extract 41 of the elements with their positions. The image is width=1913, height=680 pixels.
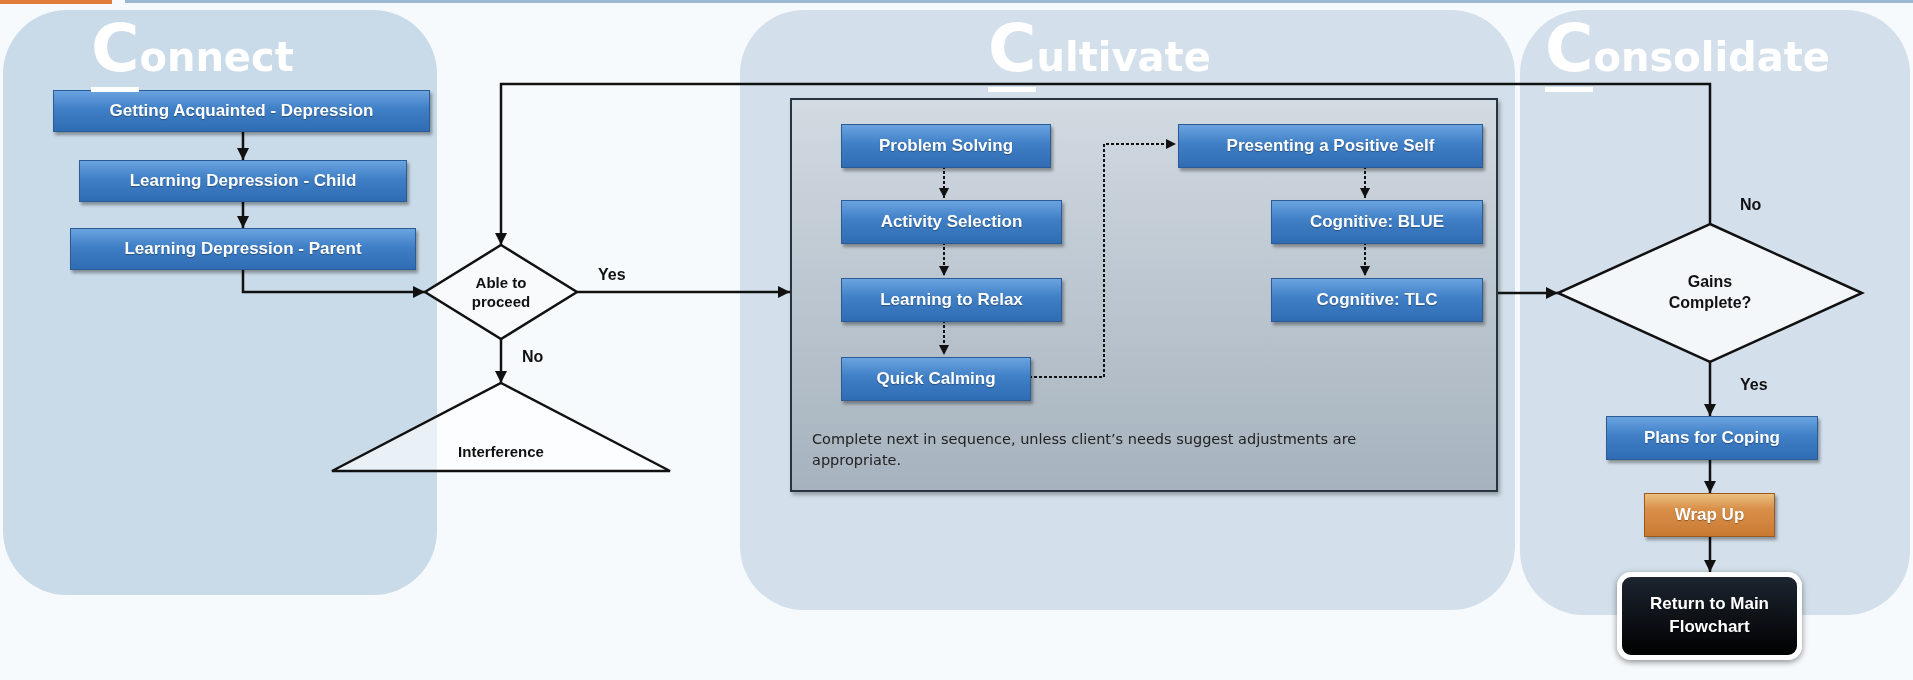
arrow	[241, 270, 425, 299]
process-box: Getting Acquainted - Depression	[53, 90, 430, 132]
dotted-arrow	[1360, 165, 1370, 199]
shape-label: Interference	[457, 441, 545, 461]
process-box: Presenting a Positive Self	[1178, 124, 1483, 168]
edge-label: No	[1740, 196, 1762, 214]
process-box: Cognitive: BLUE	[1271, 200, 1483, 244]
dotted-arrow	[1028, 139, 1177, 378]
section-panel	[1520, 10, 1910, 615]
dotted-arrow	[939, 241, 949, 277]
dotted-arrow	[1360, 241, 1370, 277]
section-panel	[740, 10, 1515, 610]
edge-label: Yes	[1740, 376, 1768, 394]
arrow	[494, 339, 508, 383]
process-box: Problem Solving	[841, 124, 1051, 168]
section-panel	[3, 10, 437, 595]
process-box: Plans for Coping	[1606, 416, 1818, 460]
process-box: Cognitive: TLC	[1271, 278, 1483, 322]
process-box: Quick Calming	[841, 357, 1031, 401]
arrow	[1703, 537, 1717, 572]
arrow	[236, 202, 250, 228]
arrow	[577, 285, 790, 299]
arrow	[1498, 286, 1558, 300]
terminal-box: Return to Main Flowchart	[1617, 572, 1802, 660]
arrow	[1703, 460, 1717, 493]
dotted-arrow	[939, 319, 949, 356]
process-box: Learning Depression - Child	[79, 160, 407, 202]
edge-label: No	[522, 348, 544, 366]
arrow	[1703, 362, 1717, 416]
arrow	[236, 132, 250, 160]
process-box: Wrap Up	[1644, 493, 1775, 537]
process-box: Activity Selection	[841, 200, 1062, 244]
edge-label: Yes	[598, 266, 626, 284]
process-box: Learning Depression - Parent	[70, 228, 416, 270]
dotted-arrow	[939, 165, 949, 199]
arrow	[494, 82, 1712, 245]
decision-text: Gains Complete?	[1667, 272, 1753, 313]
decision-text: Able to proceed	[470, 272, 532, 312]
note-text: Complete next in sequence, unless client’s needs suggest adjustments are appropriate.	[812, 429, 1358, 471]
group-box	[790, 98, 1498, 492]
process-box: Learning to Relax	[841, 278, 1062, 322]
